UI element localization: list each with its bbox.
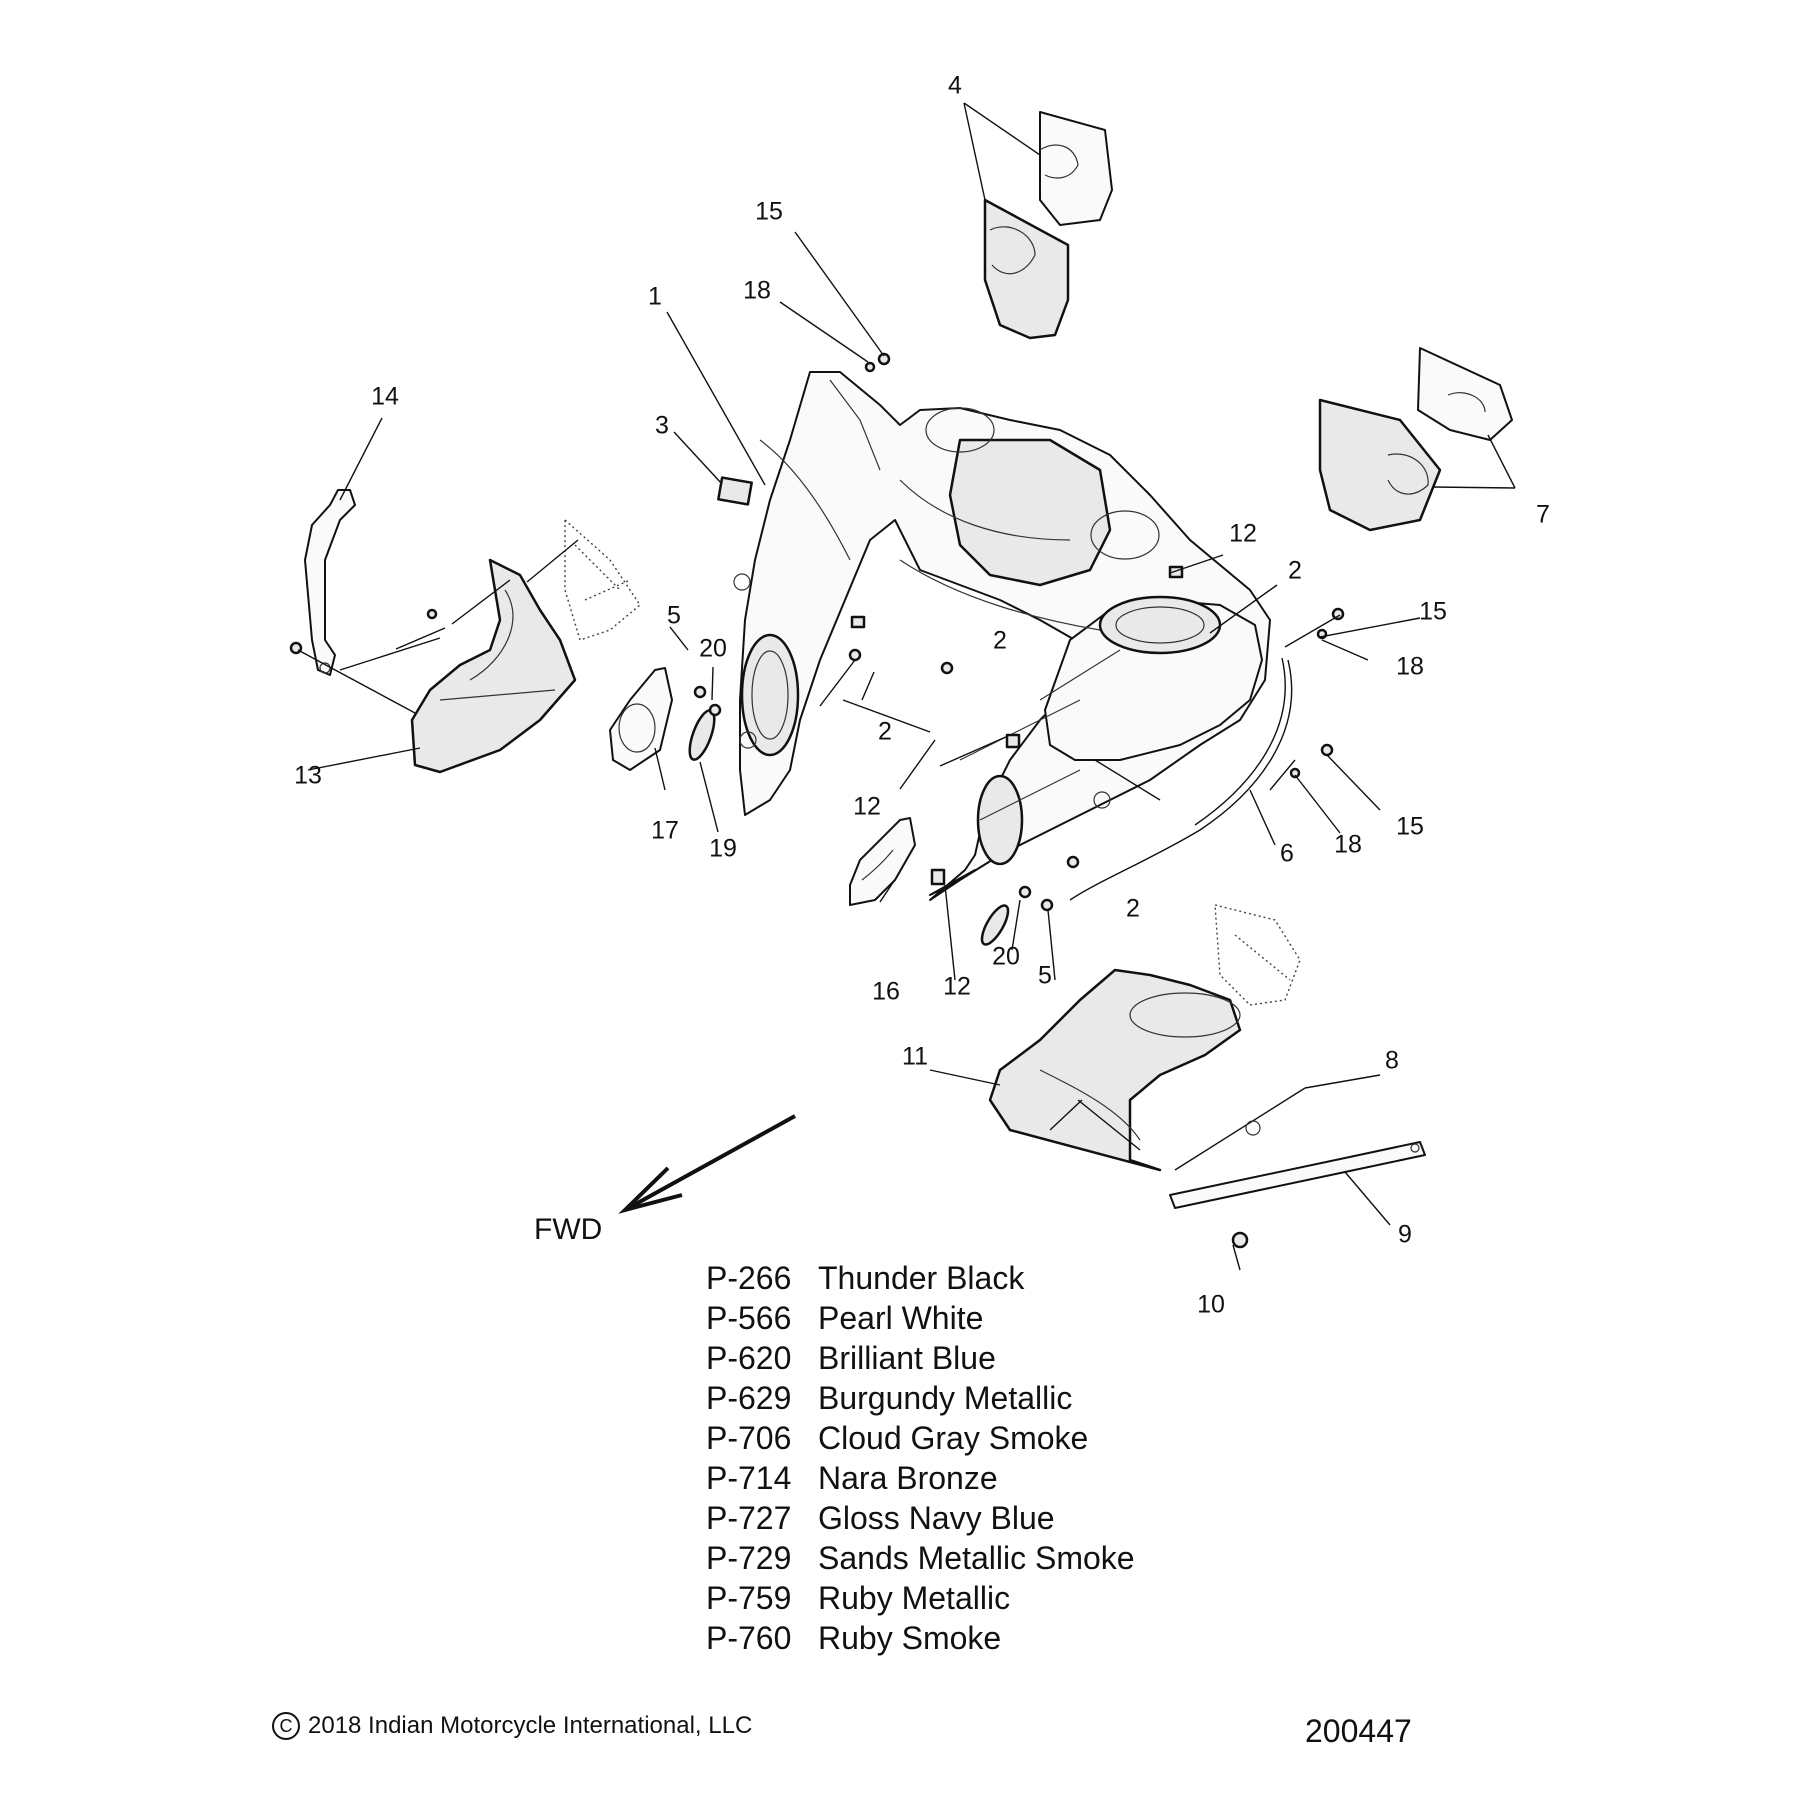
callout-15: 15 bbox=[1396, 813, 1424, 841]
callout-leaders bbox=[297, 102, 1516, 1271]
paint-name: Pearl White bbox=[818, 1300, 984, 1336]
legend-row: P-729 Sands Metallic Smoke bbox=[706, 1538, 1135, 1578]
right-lower-cowl-part bbox=[988, 904, 1301, 1172]
right-brace-part bbox=[1169, 1141, 1426, 1209]
callout-5: 5 bbox=[1038, 962, 1052, 990]
paint-name: Sands Metallic Smoke bbox=[818, 1540, 1135, 1576]
callout-17: 17 bbox=[651, 817, 679, 845]
callout-18: 18 bbox=[1334, 831, 1362, 859]
callout-20: 20 bbox=[992, 943, 1020, 971]
callout-2: 2 bbox=[993, 627, 1007, 655]
copyright-text: 2018 Indian Motorcycle International, LL… bbox=[308, 1712, 753, 1739]
switch-part bbox=[717, 476, 753, 506]
legend-row: P-266 Thunder Black bbox=[706, 1258, 1135, 1298]
callout-18: 18 bbox=[1396, 653, 1424, 681]
left-speaker-bezel-part bbox=[609, 667, 673, 771]
copyright-icon: C bbox=[272, 1712, 300, 1740]
legend-row: P-759 Ruby Metallic bbox=[706, 1578, 1135, 1618]
callout-4: 4 bbox=[948, 72, 962, 100]
callout-labels: 1 2 2 2 2 3 4 5 5 6 7 8 9 10 11 12 12 12… bbox=[294, 72, 1550, 1319]
right-rod-part bbox=[1174, 1087, 1306, 1171]
callout-2: 2 bbox=[1126, 895, 1140, 923]
callout-11: 11 bbox=[902, 1043, 928, 1071]
callout-12: 12 bbox=[853, 793, 881, 821]
upper-cover-panel-part bbox=[983, 111, 1113, 340]
callout-16: 16 bbox=[872, 978, 900, 1006]
forward-direction-arrow bbox=[618, 1114, 796, 1214]
right-grommet-part bbox=[980, 904, 1010, 946]
paint-name: Ruby Metallic bbox=[818, 1580, 1011, 1616]
callout-6: 6 bbox=[1280, 840, 1294, 868]
paint-code: P-727 bbox=[706, 1500, 792, 1536]
paint-name: Cloud Gray Smoke bbox=[818, 1420, 1089, 1456]
callout-2: 2 bbox=[1288, 557, 1302, 585]
paint-code: P-706 bbox=[706, 1420, 792, 1456]
paint-name: Ruby Smoke bbox=[818, 1620, 1002, 1656]
callout-15: 15 bbox=[1419, 598, 1447, 626]
inner-fairing-part bbox=[733, 371, 1271, 901]
paint-name: Burgundy Metallic bbox=[818, 1380, 1073, 1416]
paint-code: P-729 bbox=[706, 1540, 792, 1576]
legend-row: P-706 Cloud Gray Smoke bbox=[706, 1418, 1135, 1458]
left-lower-cowl-part bbox=[410, 518, 641, 774]
callout-15: 15 bbox=[755, 198, 783, 226]
paint-code: P-620 bbox=[706, 1340, 792, 1376]
legend-row: P-566 Pearl White bbox=[706, 1298, 1135, 1338]
edge-trim-seal-part bbox=[1069, 657, 1293, 901]
legend-row: P-620 Brilliant Blue bbox=[706, 1338, 1135, 1378]
paint-name: Nara Bronze bbox=[818, 1460, 998, 1496]
callout-1: 1 bbox=[648, 283, 662, 311]
fasteners bbox=[289, 352, 1345, 1249]
callout-14: 14 bbox=[371, 383, 399, 411]
paint-name: Thunder Black bbox=[818, 1260, 1025, 1296]
legend-row: P-629 Burgundy Metallic bbox=[706, 1378, 1135, 1418]
left-brace-part bbox=[304, 489, 356, 676]
drawing-number: 200447 bbox=[1305, 1713, 1412, 1749]
paint-code: P-714 bbox=[706, 1460, 792, 1496]
callout-7: 7 bbox=[1536, 501, 1550, 529]
callout-3: 3 bbox=[655, 412, 669, 440]
right-speaker-bezel-part bbox=[849, 817, 916, 906]
paint-code: P-266 bbox=[706, 1260, 792, 1296]
paint-code: P-629 bbox=[706, 1380, 792, 1416]
callout-8: 8 bbox=[1385, 1047, 1399, 1075]
paint-code: P-759 bbox=[706, 1580, 792, 1616]
forward-label: FWD bbox=[534, 1213, 603, 1246]
legend-row: P-714 Nara Bronze bbox=[706, 1458, 1135, 1498]
paint-code: P-760 bbox=[706, 1620, 792, 1656]
paint-name: Gloss Navy Blue bbox=[818, 1500, 1055, 1536]
legend-row: P-760 Ruby Smoke bbox=[706, 1618, 1135, 1658]
paint-code-legend: P-266 Thunder Black P-566 Pearl White P-… bbox=[706, 1258, 1135, 1658]
paint-name: Brilliant Blue bbox=[818, 1340, 996, 1376]
paint-code: P-566 bbox=[706, 1300, 792, 1336]
right-cover-panel-part bbox=[1318, 347, 1513, 532]
legend-row: P-727 Gloss Navy Blue bbox=[706, 1498, 1135, 1538]
callout-12: 12 bbox=[943, 973, 971, 1001]
callout-20: 20 bbox=[699, 635, 727, 663]
callout-5: 5 bbox=[667, 602, 681, 630]
callout-9: 9 bbox=[1398, 1221, 1412, 1249]
callout-2: 2 bbox=[878, 718, 892, 746]
callout-13: 13 bbox=[294, 762, 322, 790]
callout-12: 12 bbox=[1229, 520, 1257, 548]
callout-18: 18 bbox=[743, 277, 771, 305]
callout-19: 19 bbox=[709, 835, 737, 863]
copyright-notice: C 2018 Indian Motorcycle International, … bbox=[272, 1712, 752, 1740]
callout-10: 10 bbox=[1197, 1291, 1225, 1319]
